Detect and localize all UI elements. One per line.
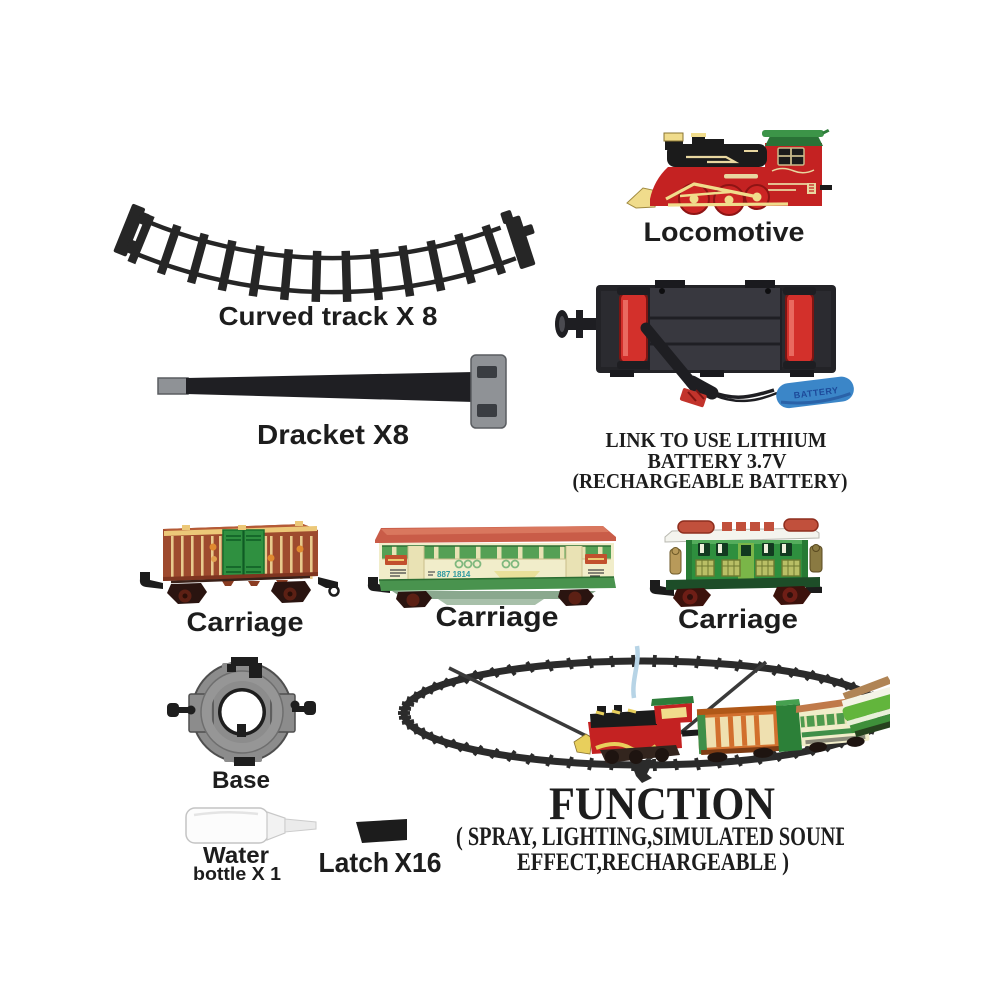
svg-text:Carriage: Carriage [678, 604, 798, 634]
svg-text:EFFECT,RECHARGEABLE ): EFFECT,RECHARGEABLE ) [517, 849, 789, 876]
svg-text:bottle X 1: bottle X 1 [193, 864, 281, 884]
svg-text:Base: Base [212, 767, 270, 794]
svg-text:Carriage: Carriage [187, 607, 304, 637]
svg-text:Curved track X 8: Curved track X 8 [219, 301, 438, 331]
svg-text:Carriage: Carriage [436, 601, 559, 632]
svg-text:Locomotive: Locomotive [644, 217, 805, 247]
svg-text:(RECHARGEABLE BATTERY): (RECHARGEABLE BATTERY) [573, 469, 848, 493]
svg-text:FUNCTION: FUNCTION [549, 778, 775, 830]
svg-text:Latch X16: Latch X16 [319, 847, 442, 878]
svg-text:887 1814: 887 1814 [437, 570, 471, 579]
svg-text:Dracket X8: Dracket X8 [257, 419, 409, 450]
svg-text:Water: Water [203, 842, 269, 868]
svg-text:( SPRAY, LIGHTING,SIMULATED SO: ( SPRAY, LIGHTING,SIMULATED SOUND [456, 822, 850, 851]
svg-text:LINK TO USE LITHIUM: LINK TO USE LITHIUM [606, 428, 827, 452]
svg-text:BATTERY 3.7V: BATTERY 3.7V [648, 449, 787, 473]
